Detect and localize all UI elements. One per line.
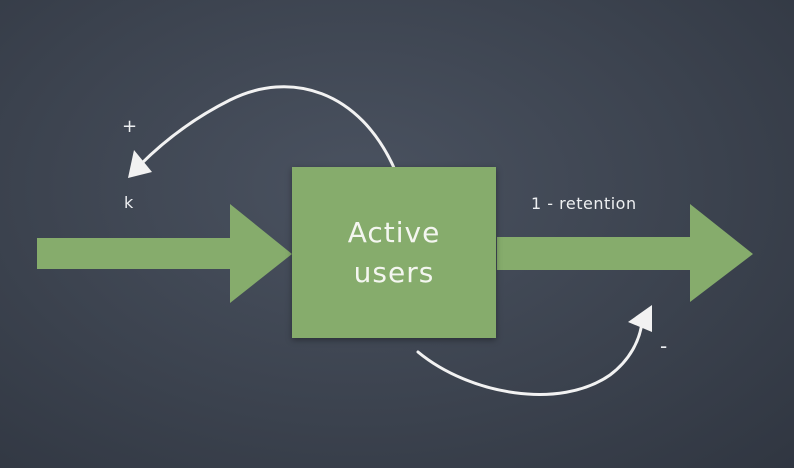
balancing-loop-arrowhead (628, 305, 652, 332)
stock-label-line1: Active (347, 215, 441, 249)
stock-active-users: Active users (292, 167, 496, 338)
reinforcing-loop-curve (138, 85, 397, 172)
reinforcing-loop-arrowhead (128, 150, 152, 178)
inflow-rate-label: k (124, 193, 134, 212)
stock-label-line2: users (353, 255, 435, 289)
balancing-loop-curve (416, 320, 644, 396)
outflow-rate-label: 1 - retention (531, 194, 637, 213)
inflow-arrow (37, 204, 292, 303)
outflow-arrow (497, 204, 753, 302)
inflow-sign-label: + (122, 116, 138, 137)
outflow-sign-label: - (660, 334, 668, 358)
